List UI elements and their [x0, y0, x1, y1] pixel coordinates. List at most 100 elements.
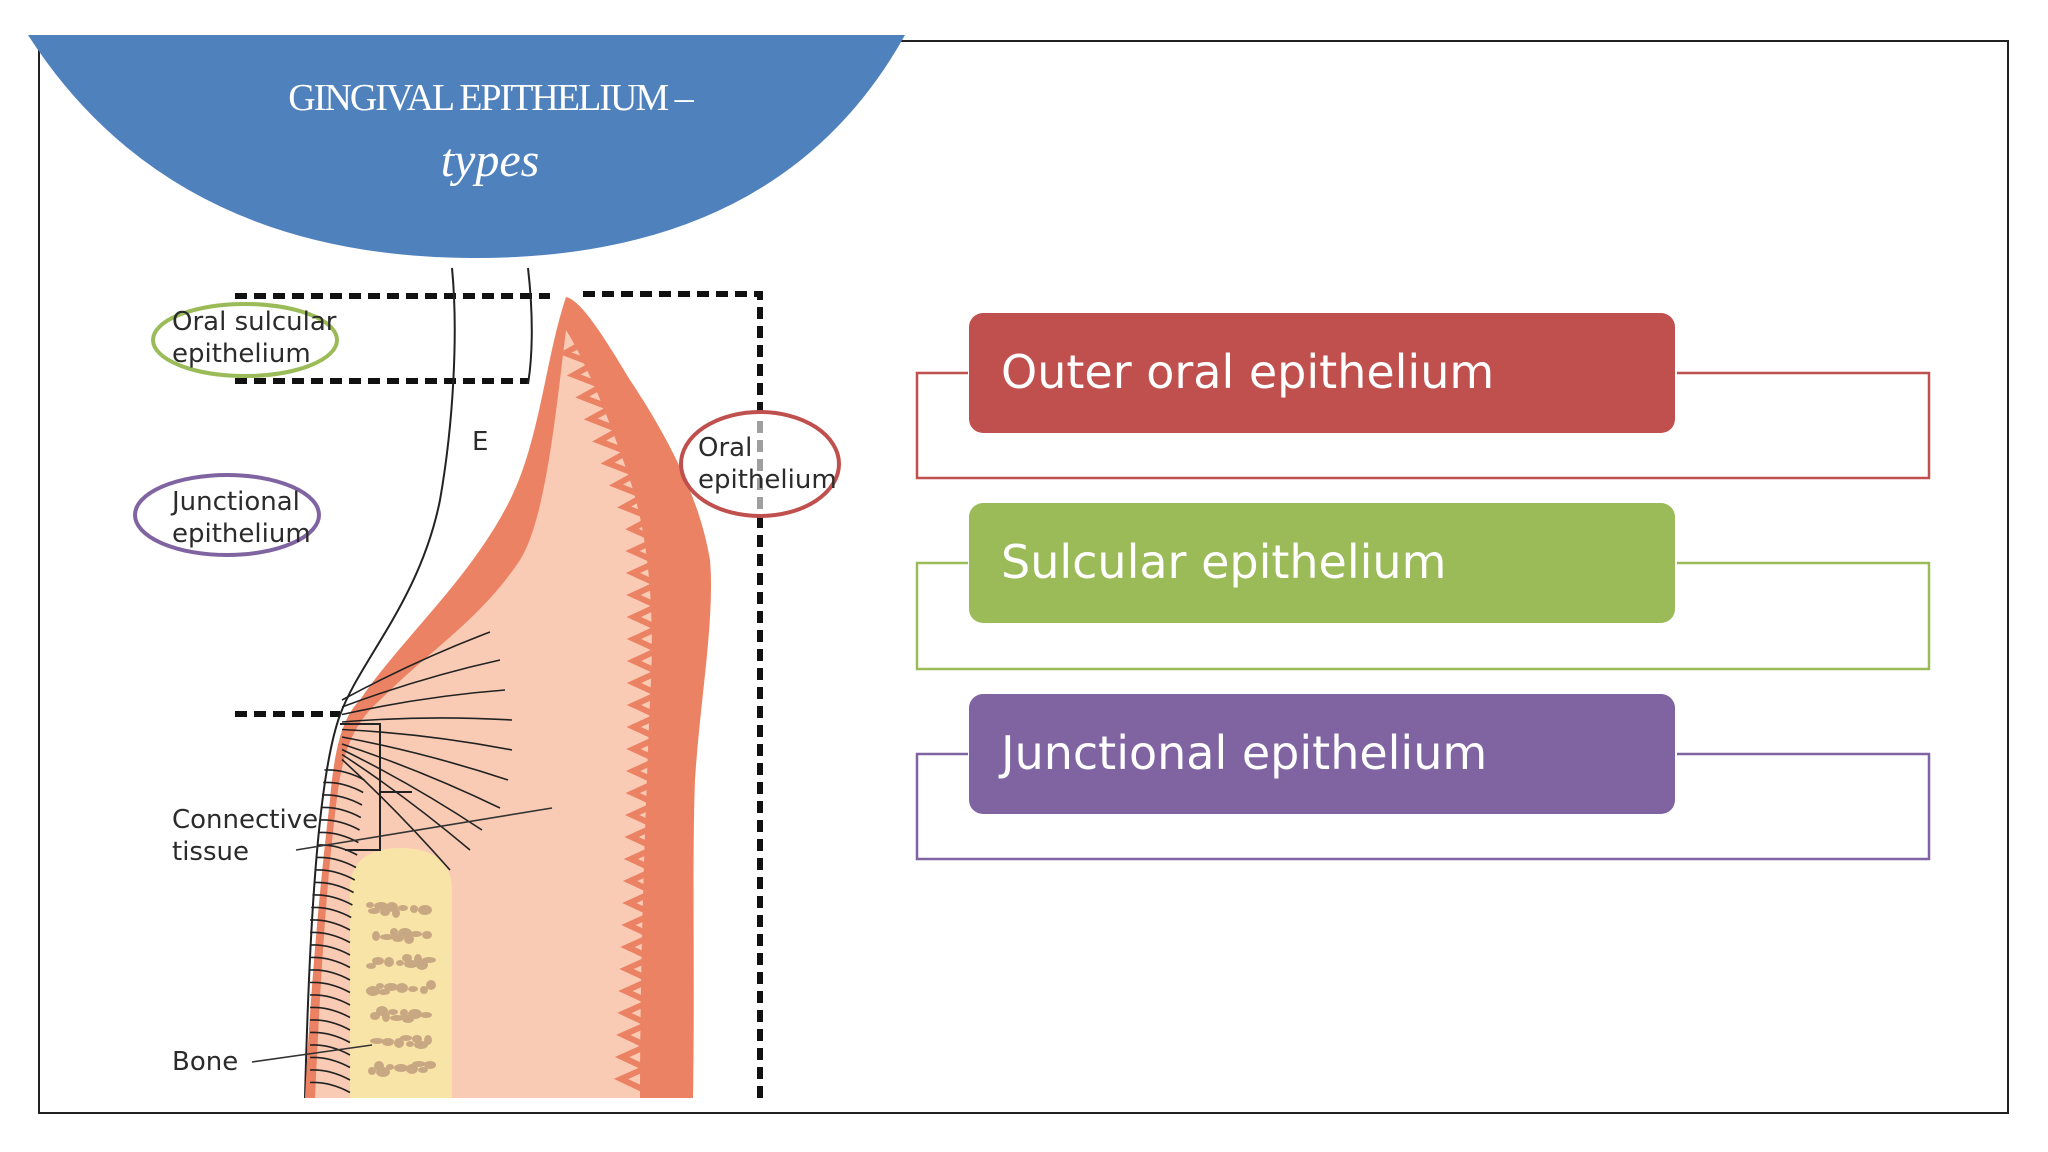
- gingival-fiber: [309, 1044, 351, 1056]
- gingival-fiber: [309, 1019, 351, 1031]
- gingiva-diagram: E Oral sulcular epithelium Junctional ep…: [133, 267, 841, 1099]
- type-bracket-sulcular: [915, 561, 1931, 671]
- bone-trabecula: [382, 1038, 394, 1046]
- bone-trabecula: [418, 1067, 428, 1073]
- gingival-fiber: [320, 806, 362, 819]
- bone-trabecula: [394, 1064, 408, 1072]
- gingival-fiber: [314, 869, 356, 881]
- bone-leader: [251, 1044, 373, 1063]
- gingival-fiber: [341, 753, 471, 851]
- junctional-epithelium-label: Junctional epithelium: [133, 473, 321, 557]
- bone-trabecula: [414, 1041, 428, 1049]
- gingival-fiber: [341, 659, 501, 708]
- junctional-label-line-2: epithelium: [172, 519, 311, 549]
- type-bracket-outer-oral: [915, 371, 1931, 480]
- gingival-fiber: [341, 736, 509, 781]
- oral-sulcular-label-line-2: epithelium: [172, 339, 311, 369]
- bone-trabecula: [380, 908, 390, 916]
- gingival-fiber: [309, 956, 351, 969]
- gingival-fiber: [309, 1031, 351, 1044]
- bone-trabecula: [406, 1041, 414, 1047]
- rete-pegs: [558, 339, 666, 1093]
- bone-label: Bone: [172, 1047, 238, 1077]
- gingival-fiber: [341, 748, 483, 831]
- bone-trabecula: [376, 983, 384, 989]
- type-label-junctional: Junctional epithelium: [998, 726, 1487, 780]
- type-box-sulcular: [969, 503, 1675, 623]
- bone-trabecula: [370, 1012, 380, 1020]
- gingival-fiber: [309, 1081, 351, 1094]
- fiber-bracket: [340, 723, 381, 851]
- gingival-fiber: [319, 819, 360, 831]
- gingival-fiber: [309, 944, 351, 956]
- bone-trabecula: [366, 902, 374, 908]
- type-bracket-junctional: [915, 752, 1931, 861]
- type-item-sulcular: Sulcular epithelium: [915, 503, 1931, 671]
- gingival-fiber: [309, 931, 351, 944]
- gingival-fiber: [341, 717, 513, 723]
- bone-trabecula: [388, 1009, 398, 1015]
- oral-epithelium-circle: [679, 410, 841, 518]
- connective-tissue-label: Connective tissue: [172, 805, 318, 867]
- gingival-fiber: [311, 906, 352, 919]
- oral-sulcular-circle: [151, 302, 339, 378]
- type-label-outer-oral: Outer oral epithelium: [1001, 345, 1494, 399]
- bone-trabeculae: [366, 902, 436, 1077]
- bone-trabecula: [420, 1012, 432, 1018]
- type-box-outer-oral: [969, 313, 1675, 433]
- bone-trabecula: [376, 1067, 390, 1077]
- bone-trabecula: [404, 934, 414, 944]
- gingival-fiber: [317, 844, 358, 856]
- bone-trabecula: [398, 905, 408, 911]
- gingival-fiber: [309, 981, 351, 994]
- type-item-junctional: Junctional epithelium: [915, 694, 1931, 861]
- junctional-circle: [133, 473, 321, 557]
- junctional-label-line-1: Junctional: [170, 487, 300, 517]
- bone-trabecula: [378, 989, 390, 995]
- bone-trabecula: [420, 986, 428, 994]
- enamel-label: E: [472, 427, 488, 457]
- bone-trabecula: [408, 986, 418, 992]
- gingival-fiber: [309, 994, 351, 1006]
- bone-trabecula: [402, 1015, 414, 1023]
- gingival-fiber: [309, 1069, 351, 1081]
- bone-trabecula: [386, 1064, 394, 1070]
- bone-trabecula: [384, 957, 394, 967]
- bone-trabecula: [390, 928, 398, 936]
- dashed-boundary-top-right: [583, 291, 763, 1098]
- bone-trabecula: [396, 983, 408, 993]
- gingival-fiber: [341, 689, 506, 716]
- gingival-fiber: [323, 781, 364, 794]
- bone-trabecula: [368, 908, 380, 914]
- bone-trabecula: [392, 908, 400, 918]
- gingival-fiber: [341, 743, 501, 809]
- bone-trabecula: [380, 934, 394, 940]
- tooth-outline-inner: [527, 267, 533, 385]
- connective-label-line-1: Connective: [172, 805, 318, 835]
- oral-label-line-2: epithelium: [698, 465, 837, 495]
- bone: [350, 848, 452, 1098]
- gingival-fibers: [309, 631, 513, 1094]
- bone-trabecula: [372, 957, 384, 965]
- gingival-fiber: [309, 919, 351, 931]
- bone-trabecula: [368, 1067, 376, 1075]
- title-line-1: GINGIVAL EPITHELIUM –: [288, 77, 694, 119]
- gingival-fiber: [309, 969, 351, 981]
- bone-trabecula: [382, 1012, 390, 1022]
- type-item-outer-oral: Outer oral epithelium: [915, 313, 1931, 480]
- bone-trabecula: [374, 902, 388, 910]
- gingival-fiber: [324, 769, 365, 781]
- bone-trabecula: [402, 954, 412, 962]
- oral-label-line-1: Oral: [698, 433, 752, 463]
- title-banner: GINGIVAL EPITHELIUM – types: [28, 35, 905, 259]
- bone-trabecula: [426, 980, 436, 990]
- gingival-fiber: [321, 794, 363, 806]
- gingival-fiber: [309, 1056, 351, 1069]
- gingival-fiber: [341, 758, 451, 871]
- bone-trabecula: [422, 931, 432, 939]
- bone-trabecula: [406, 1064, 418, 1074]
- title-line-2: types: [441, 134, 540, 187]
- bone-trabecula: [410, 905, 418, 913]
- bone-trabecula: [416, 960, 428, 970]
